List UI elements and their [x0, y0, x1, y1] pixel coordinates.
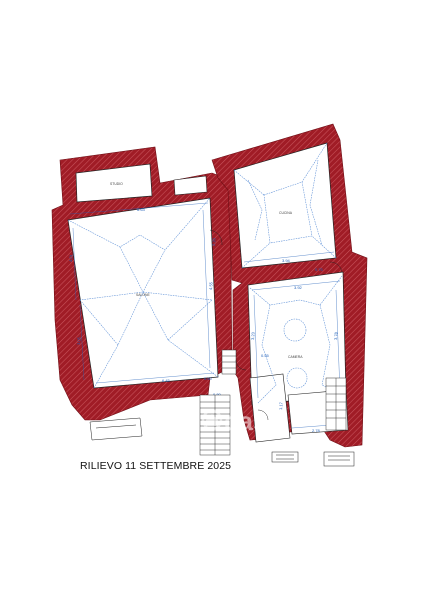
dim-corr-h: 1.17	[278, 401, 284, 410]
dim-main-left-lower: 3.05	[76, 336, 82, 345]
dim-right-left: 3.23	[250, 331, 256, 340]
dim-door-a: 0.60	[204, 376, 213, 381]
vault-lines-upper-right	[233, 142, 337, 269]
vault-lines-main-hall	[67, 197, 219, 389]
watermark: casa	[201, 406, 282, 436]
room-top-nook	[173, 175, 208, 196]
dimension-lines	[69, 202, 345, 429]
dim-door-b: 0.75	[315, 267, 324, 272]
room-corridor	[249, 373, 291, 443]
dim-right-bottom: 2.78	[312, 428, 321, 433]
room-label-upper-right: CUCINA	[279, 211, 293, 215]
dim-upper-right-bottom: 3.94	[282, 258, 291, 263]
dim-right-top: 3.92	[294, 285, 303, 290]
dim-stair-b: 0.80	[213, 392, 222, 397]
room-label-top-left: STUDIO	[110, 182, 123, 186]
room-top-left-small	[75, 163, 153, 203]
door-threshold-bottom	[271, 451, 355, 467]
dim-main-top: 6.63	[137, 207, 146, 212]
dim-main-left-upper: 4.01	[68, 253, 74, 262]
dim-stair-a: 0.55	[261, 353, 270, 358]
room-main-hall	[67, 197, 219, 389]
room-label-main-hall: SALONE	[136, 293, 150, 297]
door-swings	[209, 229, 343, 421]
watermark-text: casa	[224, 406, 282, 436]
dim-right-right: 3.78	[333, 331, 339, 340]
staircase-upper	[221, 349, 237, 375]
dim-main-bottom: 6.45	[162, 378, 171, 383]
staircase-right	[325, 377, 347, 431]
dim-main-right: 4.55	[208, 281, 214, 290]
dim-hall-a: 2.20	[211, 237, 217, 246]
landing-bottom-left	[89, 417, 143, 441]
room-label-right: CAMERA	[288, 355, 303, 359]
vault-lines-right-room	[249, 275, 345, 404]
drawing-caption: RILIEVO 11 SETTEMBRE 2025	[80, 460, 232, 472]
